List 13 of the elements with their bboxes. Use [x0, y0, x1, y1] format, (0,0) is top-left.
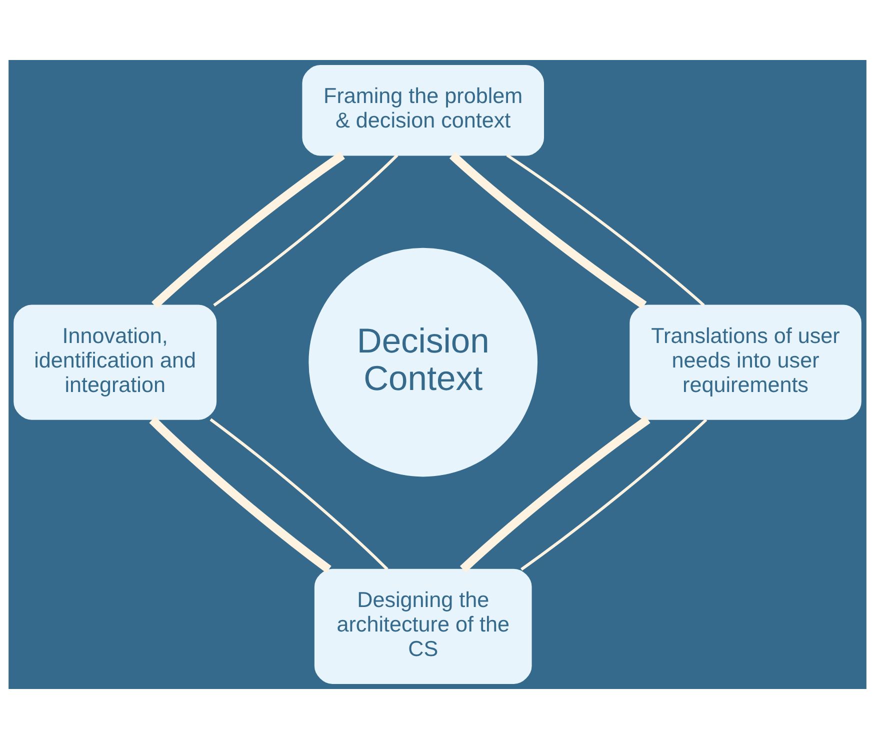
connector	[210, 418, 388, 570]
node-box: Translations of user needs into user requirements	[630, 304, 862, 420]
node-circle: Decision Context	[308, 247, 538, 476]
node-box: Innovation, identification and integration	[14, 304, 217, 420]
connector	[506, 153, 705, 306]
connector	[152, 151, 345, 308]
connector	[213, 154, 398, 306]
node-box: Designing the architecture of the CS	[314, 568, 532, 684]
connector	[520, 418, 708, 570]
connector	[449, 152, 647, 308]
connector	[149, 416, 332, 572]
node-box: Framing the problem & decision context	[302, 64, 544, 156]
connector	[460, 415, 650, 572]
